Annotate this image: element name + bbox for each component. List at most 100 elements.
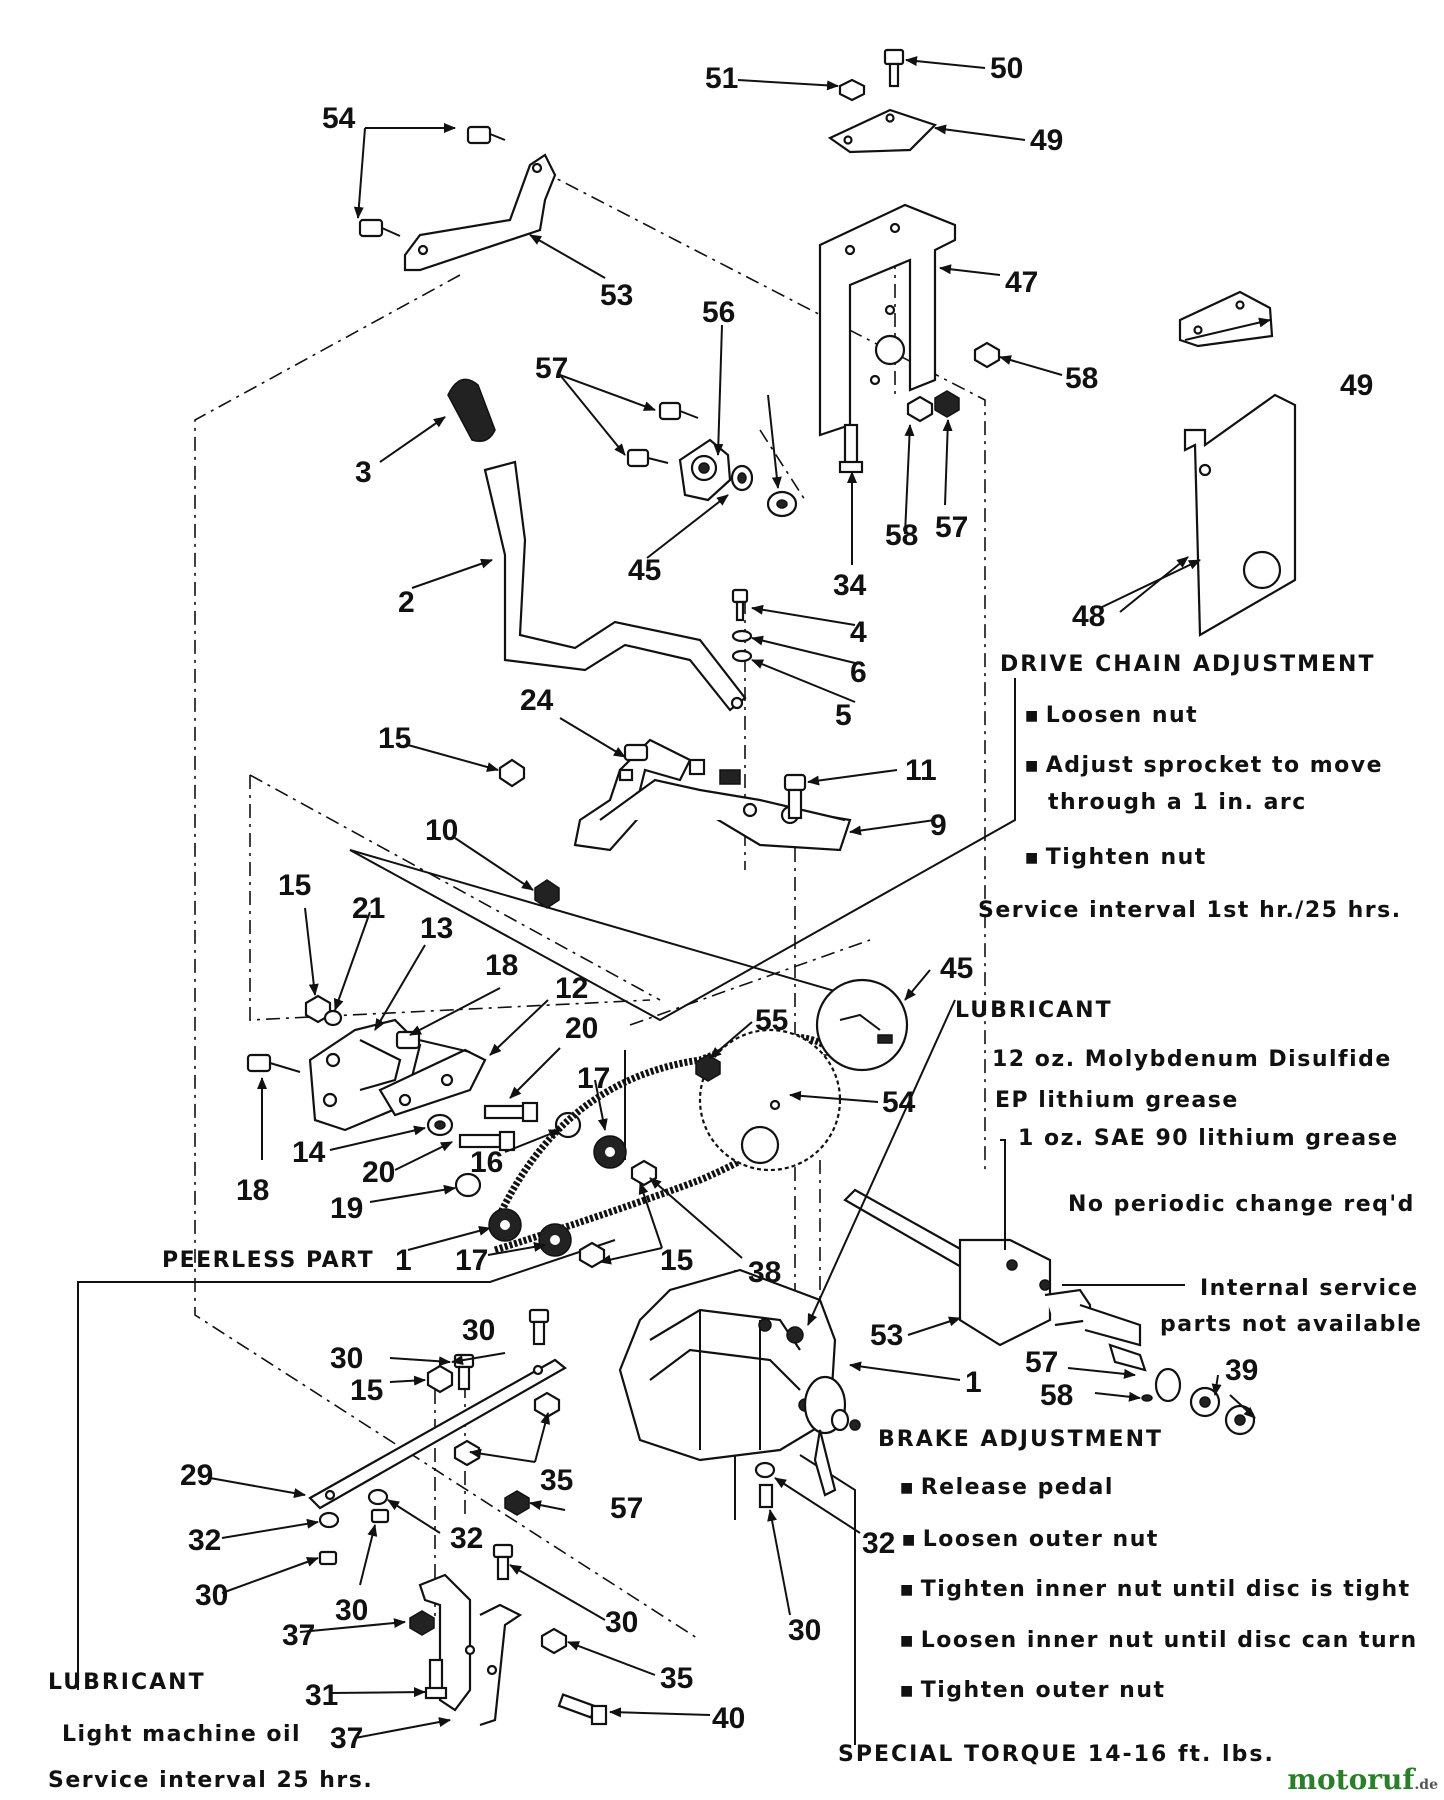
bracket-9 (573, 738, 852, 852)
sprocket-peerless (488, 1208, 522, 1242)
washer-21 (323, 1009, 343, 1027)
label-30-e: 30 (605, 1606, 638, 1639)
hub-50 (678, 438, 732, 502)
nut-37 (409, 1610, 435, 1636)
label-15-chain: 15 (660, 1244, 693, 1277)
brake-step-3: Tighten inner nut until disc is tight (900, 1577, 1411, 1602)
label-49-lower: 57 (610, 1492, 643, 1525)
label-30-d: 30 (335, 1594, 368, 1627)
label-18-top: 18 (485, 949, 518, 982)
label-20-top: 20 (565, 1012, 598, 1045)
bolt-11 (783, 773, 807, 820)
lubricant-bottom-line-1: Light machine oil (62, 1722, 302, 1747)
nut-15-lower (426, 1364, 454, 1394)
label-32-right: 32 (862, 1527, 895, 1560)
key-57 (1108, 1343, 1147, 1372)
nut-10 (534, 879, 560, 909)
plate-44-right (1178, 290, 1274, 348)
bolt-24 (618, 743, 649, 782)
assembly-dashed-lines (194, 169, 986, 1641)
leader-lines (209, 56, 1271, 1739)
label-3: 3 (355, 456, 372, 489)
label-57: 57 (1025, 1346, 1058, 1379)
label-20-bottom: 20 (362, 1156, 395, 1189)
bracket-35 (418, 1573, 523, 1727)
lubricant-top-line-2: EP lithium grease (995, 1088, 1239, 1113)
grip-3 (447, 378, 496, 442)
label-15-left: 15 (278, 869, 311, 902)
nut-49-lower (504, 1490, 530, 1516)
label-9: 9 (930, 809, 947, 842)
brake-step-5: Tighten outer nut (900, 1678, 1166, 1703)
label-44-right: 49 (1340, 369, 1373, 402)
label-35: 37 (330, 1722, 363, 1755)
label-11: 11 (905, 754, 937, 787)
bolt-31 (424, 1658, 448, 1700)
label-12: 12 (555, 972, 588, 1005)
watermark-logo: motoruf.de (1287, 1763, 1438, 1796)
bracket-43 (1183, 393, 1297, 637)
lubricant-bottom-title: LUBRICANT (48, 1670, 206, 1695)
label-45: 50 (990, 52, 1023, 85)
plate-44-top (827, 108, 938, 154)
label-51: 57 (535, 352, 568, 385)
label-36: 40 (712, 1702, 745, 1735)
washer-41 (730, 464, 754, 492)
drive-chain-title: DRIVE CHAIN ADJUSTMENT (1000, 652, 1376, 677)
brake-step-1: Release pedal (900, 1475, 1114, 1500)
master-link-39 (815, 978, 909, 1072)
label-10: 10 (425, 814, 458, 847)
washer-32 (318, 1461, 776, 1529)
label-39: 45 (940, 952, 973, 985)
nut-34 (453, 1391, 568, 1655)
label-53: 53 (870, 1319, 903, 1352)
washer-6 (731, 629, 753, 643)
label-58: 58 (1040, 1379, 1073, 1412)
label-52-right: 58 (1065, 362, 1098, 395)
label-32-left: 32 (188, 1524, 221, 1557)
axle-53 (843, 1188, 1142, 1347)
label-50: 56 (702, 296, 735, 329)
brake-step-4: Loosen inner nut until disc can turn (900, 1628, 1418, 1653)
nut-46 (838, 78, 866, 102)
label-40: 39 (1225, 1354, 1258, 1387)
bolt-36 (557, 1693, 608, 1726)
label-30-f: 30 (788, 1614, 821, 1647)
label-18-left: 18 (236, 1174, 269, 1207)
label-41: 45 (628, 554, 661, 587)
label-37: 37 (282, 1619, 315, 1652)
internal-service-line-2: parts not available (1160, 1312, 1423, 1337)
spacer-14 (426, 1113, 454, 1137)
label-1-transaxle: 1 (965, 1366, 982, 1399)
nut-49 (934, 390, 960, 418)
bolt-33 (838, 423, 864, 474)
label-21: 21 (352, 892, 385, 925)
lever-2 (483, 460, 747, 712)
bracket-12 (378, 1048, 487, 1117)
bolt-51 (626, 401, 699, 468)
label-30-b: 30 (330, 1342, 363, 1375)
label-33: 34 (833, 569, 867, 602)
lubricant-top-title: LUBRICANT (955, 998, 1113, 1023)
pin-58 (1141, 1394, 1153, 1402)
lubricant-top-line-4: No periodic change req'd (1068, 1192, 1415, 1217)
special-torque: SPECIAL TORQUE 14-16 ft. lbs. (838, 1742, 1275, 1767)
bracket-47 (403, 153, 557, 272)
label-6: 6 (850, 656, 867, 689)
sprocket-17-lower (538, 1223, 572, 1257)
label-29: 29 (180, 1459, 213, 1492)
lubricant-bottom-line-2: Service interval 25 hrs. (48, 1768, 374, 1793)
washer-56 (766, 490, 798, 518)
sprocket-54 (698, 1028, 842, 1172)
label-54: 54 (882, 1086, 916, 1119)
label-14: 14 (292, 1136, 326, 1169)
nut-15-top (498, 758, 526, 788)
label-43: 48 (1072, 600, 1105, 633)
label-1-peerless: 1 (395, 1244, 412, 1277)
bolt-30 (318, 1308, 774, 1581)
label-48: 54 (322, 102, 356, 135)
label-38: 38 (748, 1256, 781, 1289)
nut-55 (695, 1054, 721, 1082)
part-labels: 51 50 49 54 47 53 56 57 58 49 3 2 45 34 … (180, 52, 1373, 1755)
